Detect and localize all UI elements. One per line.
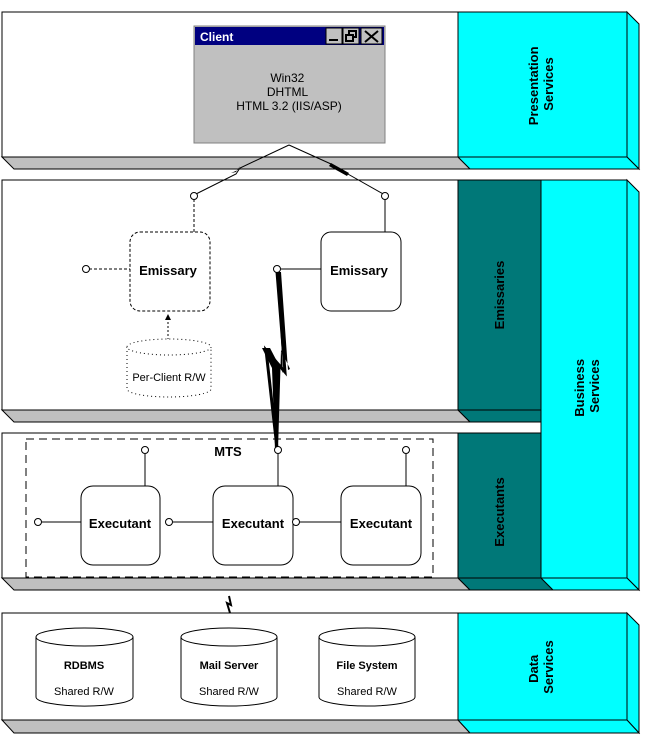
emissary1-label: Emissary [139, 263, 198, 278]
emissary1-top-port[interactable] [190, 192, 198, 200]
restore-button[interactable] [342, 27, 360, 45]
emissary2-top-port[interactable] [381, 192, 389, 200]
emissary-dashed[interactable]: Emissary [82, 192, 211, 348]
executant1-label: Executant [89, 516, 152, 531]
executants-panel-bevel [0, 577, 472, 591]
minimize-icon [329, 39, 338, 41]
emissaries-label-block-bottom [456, 409, 542, 423]
mail-server-body [180, 637, 278, 707]
lightning-kink-left [231, 166, 240, 173]
data-label-line2: Services [541, 640, 556, 694]
emissary1-left-port[interactable] [82, 265, 90, 273]
per-client-store-label: Per-Client R/W [132, 372, 206, 384]
business-label-line2: Services [587, 359, 602, 413]
arrow-up-icon [165, 314, 171, 320]
per-client-store-body [126, 347, 212, 398]
rdbms-body [35, 637, 134, 707]
data-store-mail-server[interactable]: Mail Server Shared R/W [180, 627, 278, 707]
business-label: Business Services [572, 355, 602, 416]
client-window[interactable]: Client Win32 DHTML HTML 3.2 (IIS/ASP) [193, 25, 386, 144]
file-system-subtitle: Shared R/W [337, 686, 398, 698]
business-services-block: Business Services [539, 178, 641, 592]
minimize-button[interactable] [325, 27, 343, 45]
mail-server-subtitle: Shared R/W [199, 686, 260, 698]
data-label-block-bottom [456, 719, 641, 734]
file-system-top [318, 627, 416, 647]
executant2-top-port[interactable] [274, 446, 282, 454]
executant3-label: Executant [350, 516, 413, 531]
emissaries-label-block [457, 179, 542, 411]
mail-server-top [180, 627, 278, 647]
client-line-2: DHTML [267, 85, 309, 99]
data-store-file-system[interactable]: File System Shared R/W [318, 627, 416, 707]
file-system-title: File System [336, 660, 397, 672]
data-label-block [457, 612, 628, 721]
lightning-kink-right [329, 163, 349, 176]
mts-boundary [25, 438, 434, 578]
emissary-solid[interactable]: Emissary [273, 192, 402, 312]
rdbms-title: RDBMS [64, 660, 104, 672]
presentation-label-block-side [626, 10, 640, 171]
emissary2-label: Emissary [330, 263, 389, 278]
business-label-line1: Business [572, 359, 587, 417]
executant2-label: Executant [222, 516, 285, 531]
data-label-line1: Data [526, 654, 541, 683]
small-lightning-icon [225, 595, 233, 614]
data-store-rdbms[interactable]: RDBMS Shared R/W [35, 627, 134, 707]
executant1-left-port[interactable] [34, 518, 42, 526]
executant1-top-port[interactable] [141, 446, 149, 454]
executant2-box[interactable] [212, 485, 294, 566]
lightning-bolt-main [263, 271, 287, 449]
client-window-title: Client [200, 30, 233, 44]
executant-1[interactable]: Executant [34, 446, 161, 566]
executant2-left-port[interactable] [165, 518, 173, 526]
executant-3[interactable]: Executant [292, 446, 422, 566]
presentation-label: Presentation Services [526, 43, 556, 125]
data-panel-bevel [0, 719, 472, 734]
file-system-body [318, 637, 416, 707]
rdbms-top [35, 627, 134, 647]
business-label-block-bottom [539, 577, 641, 591]
client-to-emissary1-link [193, 144, 290, 196]
emissaries-panel-bevel [0, 409, 472, 423]
close-icon [364, 30, 379, 43]
business-label-block [540, 179, 628, 579]
mts-container: MTS [25, 438, 434, 578]
emissary2-box[interactable] [320, 231, 402, 312]
presentation-label-line2: Services [541, 57, 556, 111]
executant1-box[interactable] [80, 485, 161, 566]
emissary2-left-port[interactable] [273, 265, 281, 273]
presentation-label-block-bottom [456, 156, 641, 170]
emissary1-box[interactable] [129, 231, 211, 312]
executant3-top-port[interactable] [402, 446, 410, 454]
client-window-body [193, 25, 386, 144]
emissaries-label: Emissaries [492, 261, 507, 330]
client-window-text: Win32 DHTML HTML 3.2 (IIS/ASP) [236, 71, 342, 113]
data-label-block-side [626, 611, 640, 735]
per-client-store-top [126, 338, 212, 356]
executant3-left-port[interactable] [292, 518, 300, 526]
mts-label: MTS [214, 444, 242, 459]
presentation-label-line1: Presentation [526, 46, 541, 125]
presentation-panel-bevel [0, 156, 472, 170]
mail-server-title: Mail Server [200, 660, 259, 672]
executants-label: Executants [492, 477, 507, 546]
per-client-store[interactable]: Per-Client R/W [126, 338, 212, 398]
client-connections [193, 144, 386, 196]
client-line-3: HTML 3.2 (IIS/ASP) [236, 99, 342, 113]
executants-label-block-bottom [456, 577, 555, 591]
executant3-box[interactable] [340, 485, 422, 566]
business-label-block-side [626, 178, 640, 592]
close-button[interactable] [360, 27, 383, 45]
executant-2[interactable]: Executant [165, 446, 294, 566]
restore-icon [345, 30, 357, 42]
rdbms-subtitle: Shared R/W [54, 686, 115, 698]
data-label: Data Services [526, 640, 556, 694]
client-line-1: Win32 [270, 71, 304, 85]
